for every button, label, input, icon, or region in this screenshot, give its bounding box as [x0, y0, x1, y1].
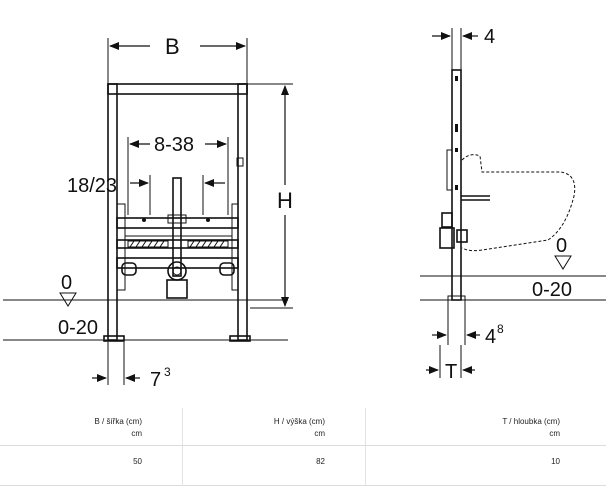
dimension-t: T	[426, 345, 475, 383]
table-header-row: B / šířka (cm) cm H / výška (cm) cm T / …	[0, 408, 606, 446]
label-side-bottom: 4	[485, 326, 496, 348]
front-view: B 8-38 18/23 H 0	[3, 34, 293, 391]
label-foot: 7	[150, 369, 161, 391]
value-depth: 10	[366, 446, 606, 486]
label-h: H	[277, 188, 293, 213]
label-side-bottom-sup: 8	[497, 322, 504, 336]
dimension-b: B	[107, 34, 248, 84]
bidet-outline	[461, 154, 576, 252]
dimension-foot: 7 3	[92, 342, 171, 391]
installation-drawing: B 8-38 18/23 H 0	[3, 26, 606, 391]
label-zero-front: 0	[61, 272, 72, 294]
label-side-top: 4	[484, 26, 495, 48]
left-plate	[116, 203, 126, 291]
connection-nozzles	[121, 157, 244, 276]
dimension-top: 4	[432, 26, 495, 70]
label-8-38: 8-38	[154, 134, 194, 156]
label-foot-sup: 3	[164, 365, 171, 379]
header-depth: T / hloubka (cm) cm	[366, 408, 606, 446]
side-upright	[447, 69, 466, 301]
label-18-23: 18/23	[67, 175, 117, 197]
dimension-h: H	[247, 83, 293, 309]
label-floor-front: 0-20	[58, 317, 98, 339]
header-height: H / výška (cm) cm	[183, 408, 366, 446]
right-plate	[231, 203, 239, 291]
side-view: 4 0 0-20 4 8 T	[420, 26, 606, 383]
value-width: 50	[0, 446, 183, 486]
label-b: B	[165, 34, 180, 59]
spec-table: B / šířka (cm) cm H / výška (cm) cm T / …	[0, 408, 606, 486]
central-pipe	[166, 177, 188, 299]
dimension-18-23: 18/23	[67, 175, 225, 215]
label-floor-side: 0-20	[532, 279, 572, 301]
dimension-bottom: 4 8	[432, 300, 504, 348]
zero-marker-front: 0 0-20	[58, 272, 98, 339]
dimension-8-38: 8-38	[127, 134, 229, 215]
zero-marker-side: 0 0-20	[532, 235, 572, 301]
header-width: B / šířka (cm) cm	[0, 408, 183, 446]
label-t: T	[445, 361, 457, 383]
value-height: 82	[183, 446, 366, 486]
table-row: 50 82 10	[0, 446, 606, 486]
brackets	[127, 240, 229, 248]
cross-bars	[116, 217, 239, 269]
side-fittings	[439, 149, 490, 249]
label-zero-side: 0	[556, 235, 567, 257]
